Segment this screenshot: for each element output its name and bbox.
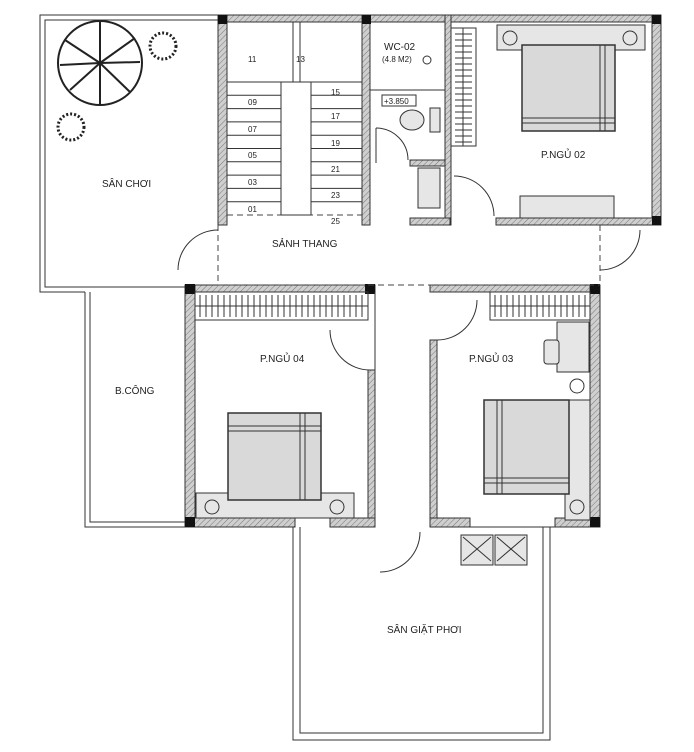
balcony-outline: [84, 292, 185, 528]
bed-icon: [496, 24, 646, 219]
playground-terrace: [39, 14, 218, 293]
step-label: 23: [331, 191, 340, 200]
step-label: 25: [331, 217, 340, 226]
step-label: 05: [248, 151, 257, 160]
desk-icon: [556, 321, 590, 373]
room-label-bedroom-04: P.NGỦ 04: [260, 352, 305, 365]
door-icon: [177, 229, 219, 271]
tree-icon: [57, 20, 143, 106]
door-icon: [599, 229, 641, 271]
room-label-bedroom-02: P.NGỦ 02: [541, 148, 586, 161]
wc-area: (4.8 M2): [382, 55, 412, 64]
room-label-stair-hall: SẢNH THANG: [272, 237, 338, 250]
step-label: 17: [331, 112, 340, 121]
step-label: 19: [331, 139, 340, 148]
stair-step-labels: 11 09 07 05 03 01 13 15 17 19 21 23 25: [248, 55, 340, 226]
stair-hall-boundary: [217, 214, 601, 370]
room-label-balcony: B.CÔNG: [115, 384, 155, 397]
step-label: 03: [248, 178, 257, 187]
wc-name: WC-02: [384, 42, 416, 53]
wc-level: +3.850: [384, 97, 409, 106]
bed-icon: [195, 412, 355, 519]
shower-icon: [422, 55, 432, 65]
room-label-playground: SÂN CHƠI: [102, 177, 151, 190]
sink-icon: [417, 167, 441, 209]
laundry-yard: [292, 526, 555, 741]
step-label: 11: [248, 55, 257, 64]
toilet-icon: [399, 109, 425, 131]
door-icon: [436, 299, 478, 341]
room-label-bedroom-03: P.NGỦ 03: [469, 352, 514, 365]
wardrobes: [194, 27, 591, 321]
chair-icon: [543, 339, 560, 365]
step-label: 15: [331, 88, 340, 97]
step-label: 01: [248, 205, 257, 214]
shrub-icon: [56, 31, 178, 142]
door-icon: [379, 531, 421, 573]
bed-icon: [483, 321, 591, 521]
staircase: [227, 22, 362, 216]
step-label: 21: [331, 165, 340, 174]
door-icon: [375, 127, 409, 161]
wc-room: WC-02 (4.8 M2) +3.850: [370, 42, 445, 209]
step-label: 13: [296, 55, 305, 64]
door-icon: [329, 329, 371, 371]
step-label: 07: [248, 125, 257, 134]
step-label: 09: [248, 98, 257, 107]
room-label-laundry-yard: SÂN GIẶT PHƠI: [387, 623, 462, 636]
washing-machine-icon: [460, 534, 528, 566]
door-icon: [453, 175, 495, 217]
walls: [184, 14, 662, 528]
